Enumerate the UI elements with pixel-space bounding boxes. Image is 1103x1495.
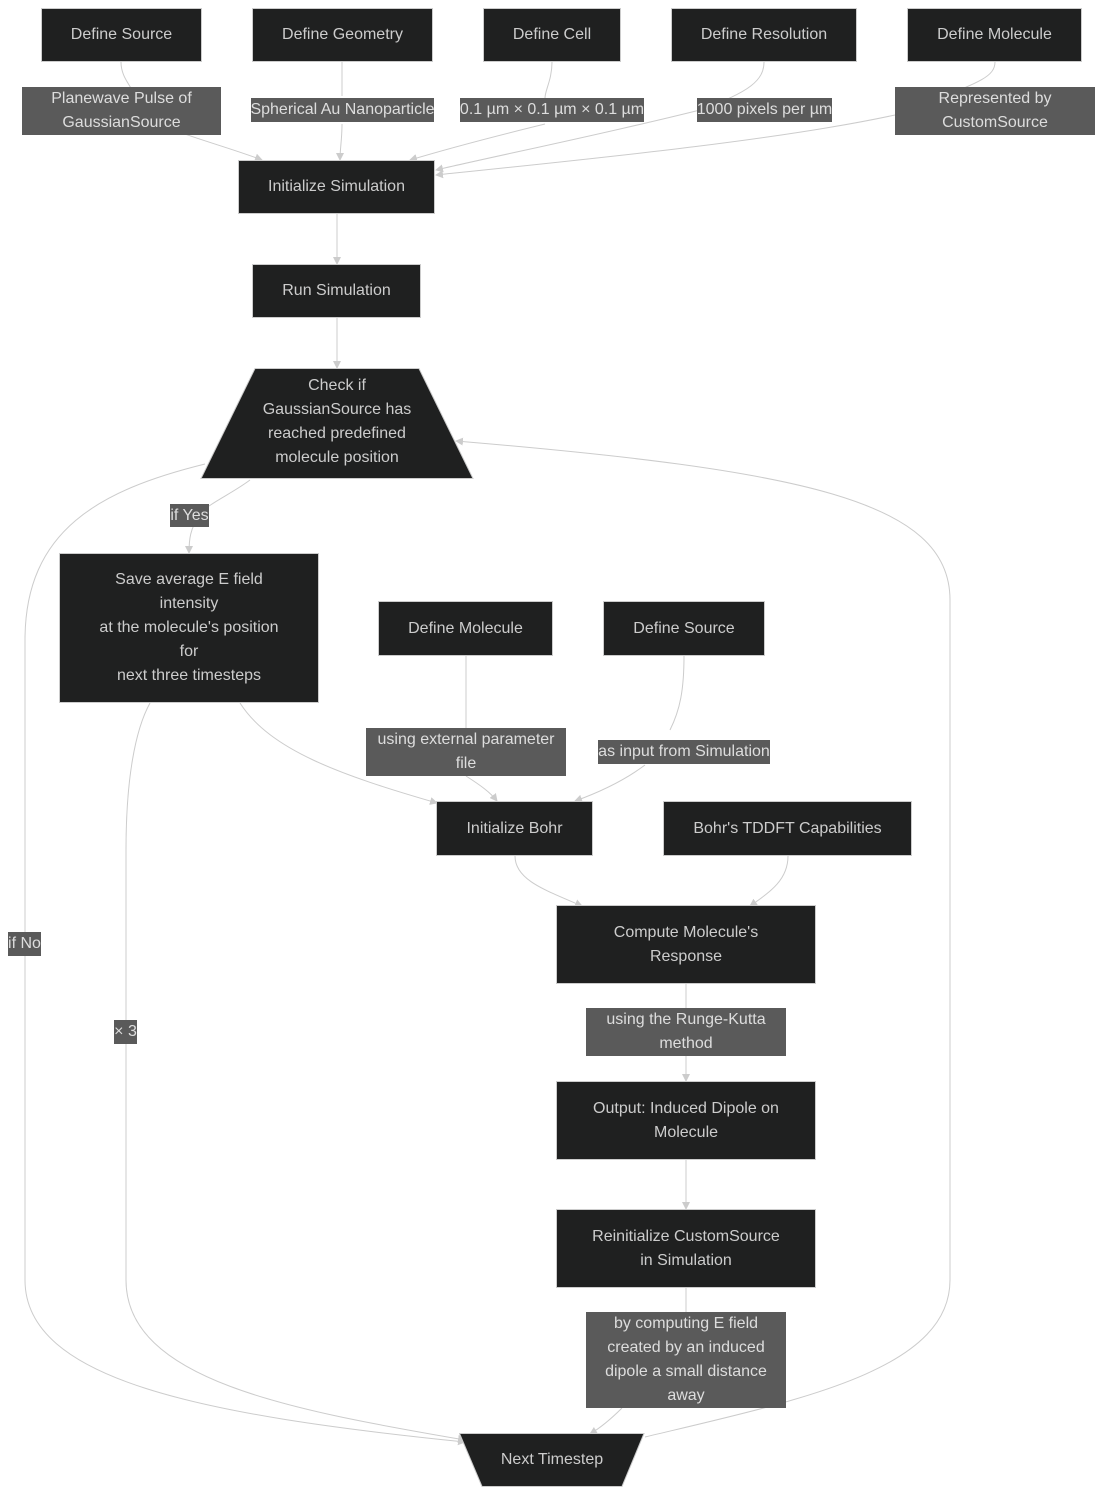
edge-source-mid-to-bohr <box>575 655 685 801</box>
edge-cell-to-init <box>410 61 553 160</box>
edge-label-runge-kutta: using the Runge-Kutta method <box>586 1008 786 1056</box>
edge-save-to-bohr <box>239 702 438 805</box>
compute-response-node: Compute Molecule's Response <box>556 905 816 984</box>
check-position-text: Check if GaussianSource has reached pred… <box>262 377 412 466</box>
define-cell-node: Define Cell <box>483 8 621 62</box>
output-dipole-node: Output: Induced Dipole on Molecule <box>556 1081 816 1160</box>
edge-label-spherical: Spherical Au Nanoparticle <box>250 98 435 122</box>
reinit-customsource-node: Reinitialize CustomSource in Simulation <box>556 1209 816 1288</box>
bohr-tddft-node: Bohr's TDDFT Capabilities <box>663 801 912 856</box>
check-position-shape <box>200 368 474 479</box>
next-timestep-text: Next Timestep <box>500 1451 604 1468</box>
edge-molecule-mid-to-bohr <box>465 656 497 801</box>
edge-label-represented: Represented by CustomSource <box>895 87 1095 135</box>
initialize-bohr-node: Initialize Bohr <box>436 801 593 856</box>
define-molecule-top-node: Define Molecule <box>907 8 1082 62</box>
edge-label-as-input: as input from Simulation <box>598 740 770 764</box>
edge-tddft-to-compute <box>749 855 789 907</box>
edge-next-loop-to-check <box>455 437 951 1438</box>
define-molecule-mid-node: Define Molecule <box>378 601 553 656</box>
next-timestep-shape <box>459 1433 645 1487</box>
edge-check-no-to-next <box>24 463 466 1446</box>
define-geometry-node: Define Geometry <box>252 8 433 62</box>
edge-save-to-next <box>125 702 466 1443</box>
define-source-node: Define Source <box>41 8 202 62</box>
edge-label-if-yes: if Yes <box>170 504 209 527</box>
initialize-simulation-node: Initialize Simulation <box>238 160 435 214</box>
edge-bohr-to-compute <box>514 855 583 907</box>
define-source-mid-node: Define Source <box>603 601 765 656</box>
edge-molecule-to-init <box>435 61 996 179</box>
edge-label-planewave: Planewave Pulse of GaussianSource <box>22 87 221 135</box>
edge-label-times-three: × 3 <box>114 1020 137 1044</box>
save-e-field-node: Save average E field intensity at the mo… <box>59 553 319 703</box>
edge-label-external-param: using external parameter file <box>366 728 566 776</box>
define-resolution-node: Define Resolution <box>671 8 857 62</box>
edge-reinit-to-next <box>590 1288 687 1434</box>
edge-geometry-to-init <box>340 62 342 160</box>
run-simulation-node: Run Simulation <box>252 264 421 318</box>
edge-label-cell-size: 0.1 µm × 0.1 µm × 0.1 µm <box>460 98 644 122</box>
edge-label-resolution: 1000 pixels per µm <box>697 98 832 122</box>
edge-label-computing-e-field: by computing E field created by an induc… <box>586 1312 786 1408</box>
edge-resolution-to-init <box>435 61 765 173</box>
edge-label-if-no: if No <box>8 932 41 956</box>
